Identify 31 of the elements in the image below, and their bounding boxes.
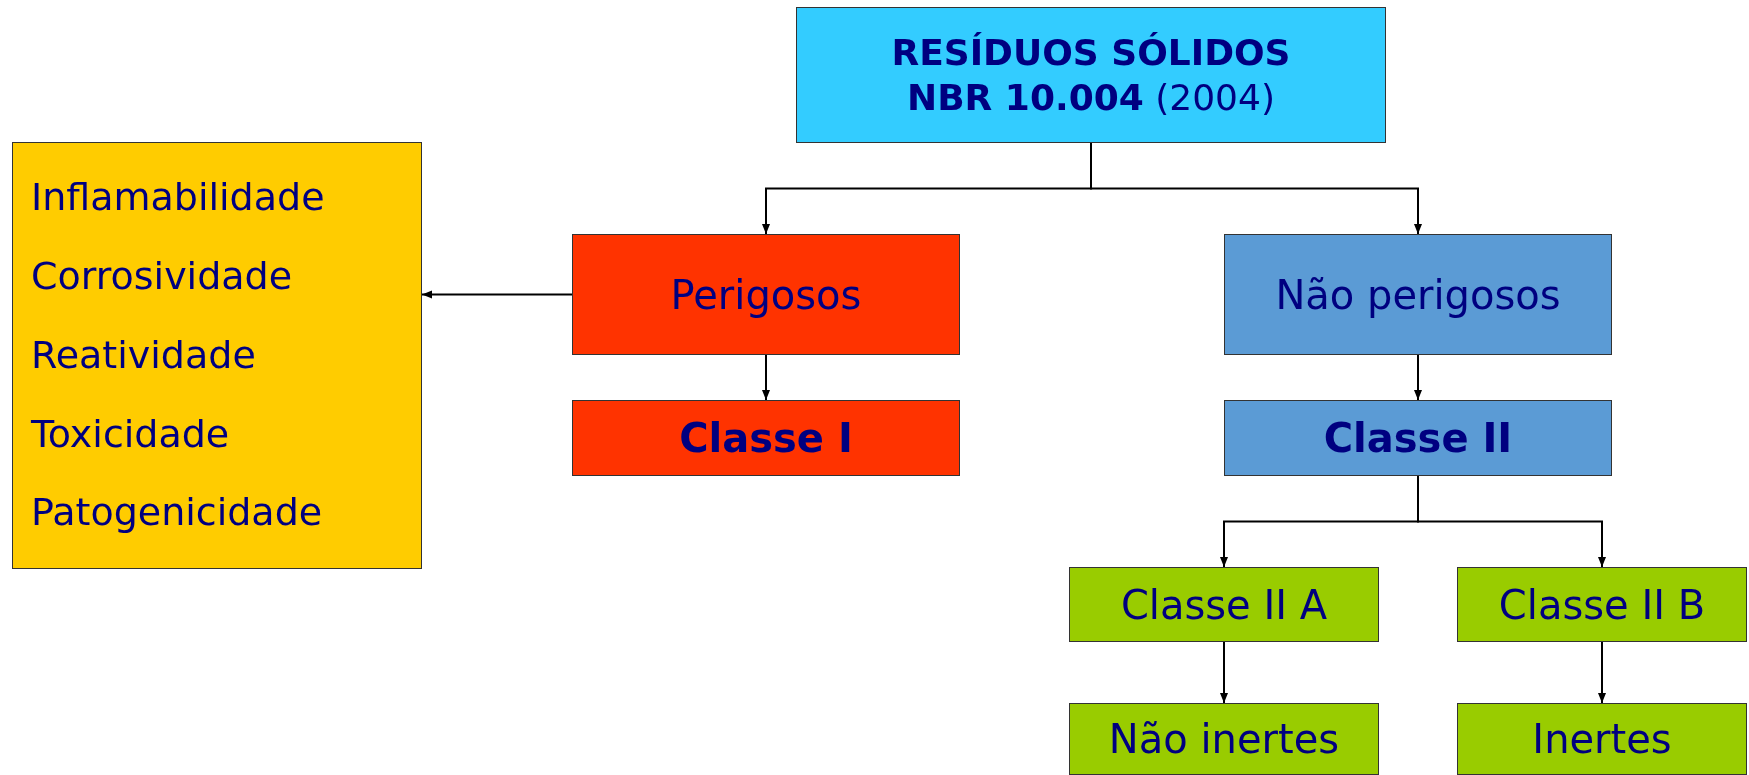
node-label: NBR 10.004 (2004) <box>907 76 1275 120</box>
list-item: Patogenicidade <box>31 489 323 537</box>
arrow <box>1598 641 1606 704</box>
node-label: Perigosos <box>670 270 862 320</box>
node-label: RESÍDUOS SÓLIDOS <box>891 31 1291 75</box>
node-label: Não perigosos <box>1275 270 1561 320</box>
arrow <box>762 354 770 401</box>
node-label: Não inertes <box>1108 715 1340 764</box>
node-label: Classe I <box>679 414 853 463</box>
class-box <box>1224 234 1612 355</box>
list-item: Inflamabilidade <box>31 174 325 222</box>
arrow <box>421 290 573 299</box>
arrow <box>1417 475 1606 568</box>
class-box <box>1069 567 1379 642</box>
class-box <box>1069 703 1379 775</box>
class-box <box>572 400 960 476</box>
node-label: Classe II A <box>1120 580 1328 630</box>
arrow <box>1220 641 1228 704</box>
node-label: Classe II <box>1323 414 1513 463</box>
arrow <box>1414 354 1422 401</box>
node-label: Inertes <box>1532 715 1672 764</box>
criteria-list-box <box>12 142 422 569</box>
class-box <box>1224 400 1612 476</box>
class-box <box>1457 703 1747 775</box>
node-label: Classe II B <box>1498 580 1706 630</box>
list-item: Toxicidade <box>31 410 230 458</box>
class-box <box>1457 567 1747 642</box>
class-box <box>572 234 960 355</box>
list-item: Corrosividade <box>31 253 293 300</box>
list-item: Reatividade <box>31 331 256 379</box>
title-box <box>796 7 1386 143</box>
